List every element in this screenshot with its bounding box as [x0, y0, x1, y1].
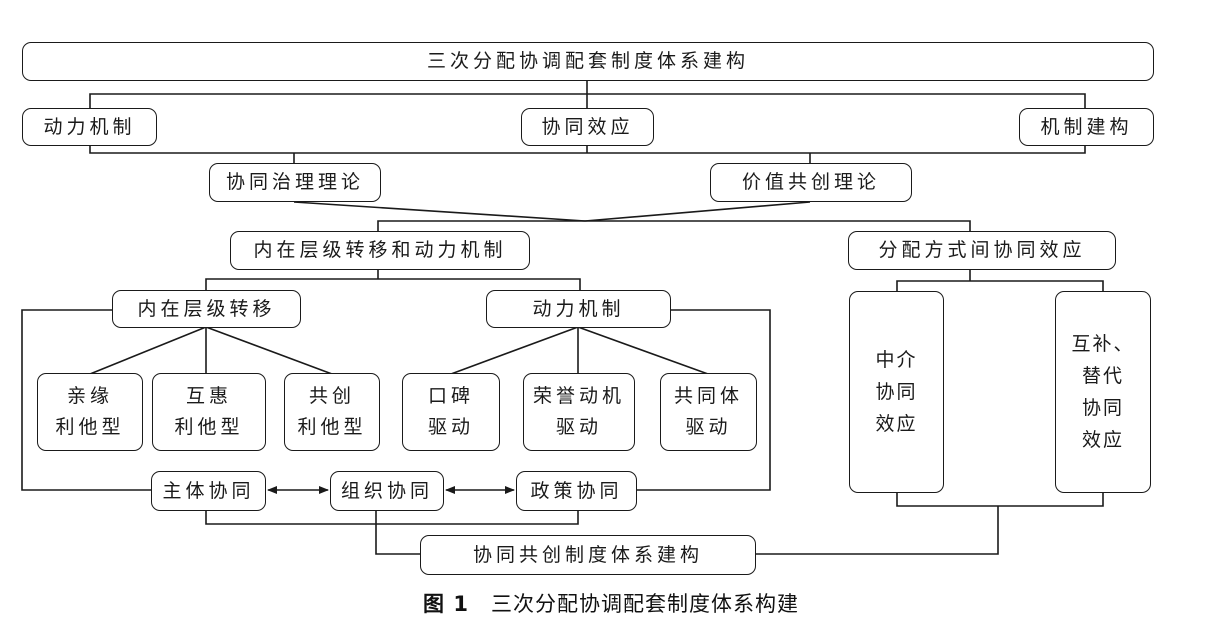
node-honor-motive-drive: 荣誉动机 驱动 — [523, 373, 635, 451]
figure-title: 三次分配协调配套制度体系构建 — [490, 592, 799, 616]
node-intermediary-synergy: 中介 协同 效应 — [849, 291, 944, 493]
connector-organization-to-bottom — [375, 510, 420, 555]
node-dynamic-mechanism: 动力机制 — [486, 290, 671, 328]
node-governance-theory: 协同治理理论 — [209, 163, 381, 202]
node-top-system-construction: 三次分配协调配套制度体系建构 — [22, 42, 1154, 81]
node-word-of-mouth-drive: 口碑 驱动 — [402, 373, 500, 451]
connector-distribution-split — [896, 280, 1104, 292]
node-organization-synergy: 组织协同 — [330, 471, 444, 511]
node-mechanism-construction: 机制建构 — [1019, 108, 1154, 146]
connector-right-bracket — [637, 309, 771, 491]
node-complementary-synergy: 互补、 替代 协同 效应 — [1055, 291, 1151, 493]
figure-number: 图 1 — [423, 592, 469, 616]
connector-fan-kin — [89, 326, 207, 375]
figure-caption: 图 1 三次分配协调配套制度体系构建 — [0, 588, 1222, 618]
node-reciprocal-altruism: 互惠 利他型 — [152, 373, 266, 451]
connector-left-bracket — [21, 309, 151, 491]
connector-value-converge — [584, 201, 811, 222]
node-policy-synergy: 政策协同 — [516, 471, 637, 511]
node-cocreation-system-construction: 协同共创制度体系建构 — [420, 535, 756, 575]
connector-fan-community — [577, 326, 709, 375]
connector-subject-policy-bottom — [205, 510, 579, 525]
node-community-drive: 共同体 驱动 — [660, 373, 757, 451]
connector-converge-split — [377, 220, 971, 232]
node-inner-transfer-and-dynamics: 内在层级转移和动力机制 — [230, 231, 530, 270]
connector-fan-cocreation — [205, 326, 333, 375]
connector-fan-wom — [450, 326, 579, 375]
connector-inner-split — [205, 278, 581, 290]
node-cocreation-altruism: 共创 利他型 — [284, 373, 380, 451]
connector-distribution-to-bottom — [896, 492, 1104, 507]
node-synergy-effect: 协同效应 — [521, 108, 654, 146]
node-value-cocreation-theory: 价值共创理论 — [710, 163, 912, 202]
connector-governance-converge — [293, 201, 586, 222]
node-subject-synergy: 主体协同 — [151, 471, 266, 511]
node-kin-altruism: 亲缘 利他型 — [37, 373, 143, 451]
node-inner-level-transfer: 内在层级转移 — [112, 290, 301, 328]
node-dynamic-mechanism-top: 动力机制 — [22, 108, 157, 146]
connector-distribution-bottom-link — [756, 506, 999, 555]
node-distribution-synergy: 分配方式间协同效应 — [848, 231, 1116, 270]
